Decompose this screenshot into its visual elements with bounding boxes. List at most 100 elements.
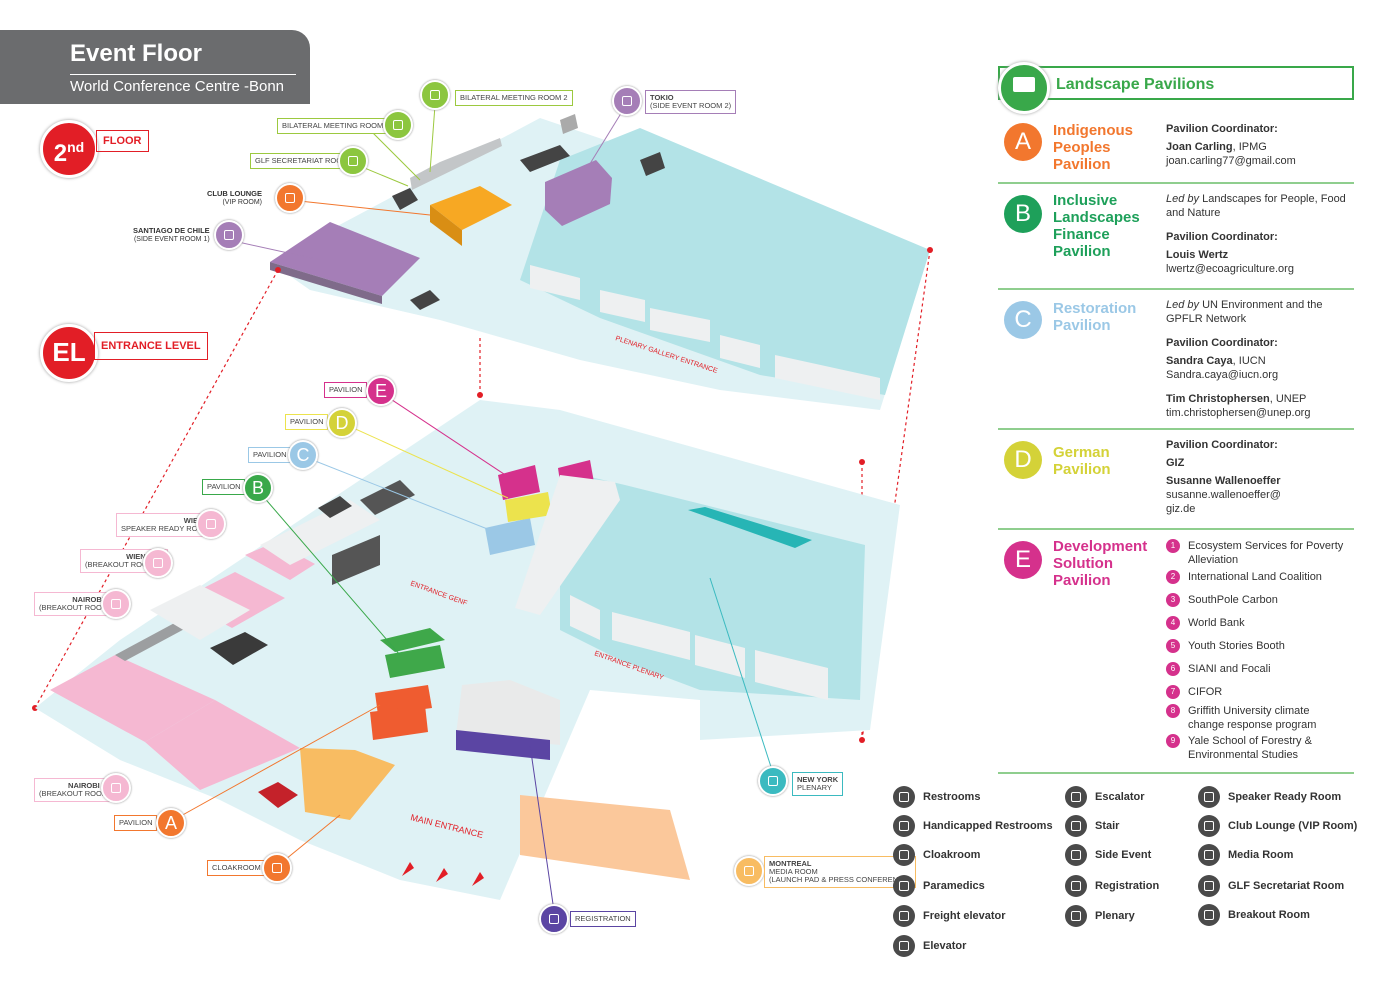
- pavilion-d-circle: D: [1004, 441, 1042, 479]
- pavilion-a-marker[interactable]: A: [156, 808, 186, 838]
- map-legend: Restrooms Handicapped Restrooms Cloakroo…: [893, 786, 1373, 966]
- level-connectors: [34, 249, 931, 741]
- pavilion-e-marker[interactable]: E: [366, 376, 396, 406]
- restroom-icon: [893, 786, 915, 808]
- label-pavilion-c: PAVILION: [248, 447, 292, 463]
- label-pavilion-e: PAVILION: [324, 382, 368, 398]
- breakout-icon: [143, 548, 173, 578]
- elevator-icon: [893, 935, 915, 957]
- nairobi-1-room[interactable]: [50, 655, 215, 742]
- label-cloakroom: CLOAKROOM: [207, 860, 266, 876]
- paramedics-block: [258, 782, 298, 808]
- pavilion-b-booths[interactable]: [385, 645, 445, 678]
- pavilion-d-booths[interactable]: [505, 492, 552, 522]
- pavilion-b-info: Led by Landscapes for People, Food and N…: [1166, 193, 1346, 275]
- speaker-icon: [1198, 786, 1220, 808]
- pavilion-c-marker[interactable]: C: [288, 440, 318, 470]
- breakout-icon: [101, 773, 131, 803]
- escalator-icon: [1065, 786, 1087, 808]
- entrance-level-label: ENTRANCE LEVEL: [94, 332, 208, 360]
- landscape-pavilions-header: Landscape Pavilions: [998, 62, 1354, 114]
- callout-lines: [169, 91, 773, 919]
- floor-2-number: 2: [53, 140, 68, 167]
- label-bilateral-1: BILATERAL MEETING ROOM 1: [277, 118, 395, 134]
- floor-2-label: FLOOR: [96, 130, 149, 152]
- freight-elevator-icon: [893, 905, 915, 927]
- entrance-arrows: [402, 862, 484, 886]
- breakout-icon: [101, 589, 131, 619]
- plenary-icon: [758, 766, 788, 796]
- label-pavilion-b: PAVILION: [202, 479, 246, 495]
- stair-icon: [1065, 815, 1087, 837]
- side-event-icon: [214, 220, 244, 250]
- floor-2-badge: 2nd: [40, 120, 98, 178]
- label-pavilion-a: PAVILION: [114, 815, 158, 831]
- pavilion-c-circle: C: [1004, 301, 1042, 339]
- page-subtitle: World Conference Centre -Bonn: [70, 78, 284, 95]
- leaf-icon: [420, 80, 450, 110]
- entrance-level-badge: EL: [40, 324, 98, 382]
- plenary-icon: [1065, 905, 1087, 927]
- registration-icon: [539, 904, 569, 934]
- dark-block: [392, 188, 418, 210]
- speaker-icon: [196, 509, 226, 539]
- pavilion-c-info: Led by UN Environment and the GPFLR Netw…: [1166, 299, 1323, 419]
- teal-stage: [688, 507, 812, 548]
- label-bilateral-2: BILATERAL MEETING ROOM 2: [455, 90, 573, 106]
- nairobi-2-room[interactable]: [145, 700, 300, 790]
- wien-12-room[interactable]: [245, 542, 315, 580]
- tokio-room[interactable]: [545, 160, 612, 226]
- label-tokio: TOKIO(SIDE EVENT ROOM 2): [645, 90, 737, 114]
- pavilion-b-marker[interactable]: B: [243, 473, 273, 503]
- page-title: Event Floor: [70, 40, 203, 67]
- label-registration: REGISTRATION: [570, 911, 636, 927]
- leaf-icon: [383, 110, 413, 140]
- hanger-icon: [893, 844, 915, 866]
- pavilion-a-info: Pavilion Coordinator: Joan Carling, IPMG…: [1166, 123, 1296, 167]
- pavilion-e-booths[interactable]: [498, 465, 540, 500]
- glf-icon: [1198, 875, 1220, 897]
- breakout-icon: [1198, 904, 1220, 926]
- title-divider: [70, 74, 296, 75]
- freight-elevator-block: [210, 632, 268, 665]
- santiago-room[interactable]: [270, 222, 420, 296]
- label-santiago: SANTIAGO DE CHILE(SIDE EVENT ROOM 1): [133, 226, 210, 244]
- pavilion-e-circle: E: [1004, 541, 1042, 579]
- media-room-icon: [734, 856, 764, 886]
- club-lounge-room[interactable]: [430, 186, 512, 230]
- panel-title: Landscape Pavilions: [1056, 76, 1215, 93]
- title-banner: Event Floor World Conference Centre -Bon…: [0, 30, 310, 104]
- floor-2-suffix: nd: [67, 139, 85, 155]
- cross-icon: [893, 875, 915, 897]
- pavilion-b-circle: B: [1004, 195, 1042, 233]
- pavilion-d-info: Pavilion Coordinator: GIZ Susanne Wallen…: [1166, 439, 1281, 515]
- hanger-icon: [262, 853, 292, 883]
- side-event-icon: [1065, 844, 1087, 866]
- second-floor-plan: PLENARY GALLERY ENTRANCE: [270, 114, 930, 410]
- montreal-room[interactable]: [520, 795, 690, 880]
- pavilion-d-marker[interactable]: D: [327, 408, 357, 438]
- registration-block: [456, 730, 550, 760]
- club-lounge-icon: [1198, 815, 1220, 837]
- pavilion-board-icon: [998, 62, 1050, 114]
- pavilion-c-booths[interactable]: [485, 518, 535, 555]
- label-pavilion-d: PAVILION: [285, 414, 329, 430]
- media-room-icon: [1198, 844, 1220, 866]
- pavilion-a-circle: A: [1004, 123, 1042, 161]
- club-lounge-icon: [275, 183, 305, 213]
- cloakroom-room[interactable]: [300, 748, 395, 820]
